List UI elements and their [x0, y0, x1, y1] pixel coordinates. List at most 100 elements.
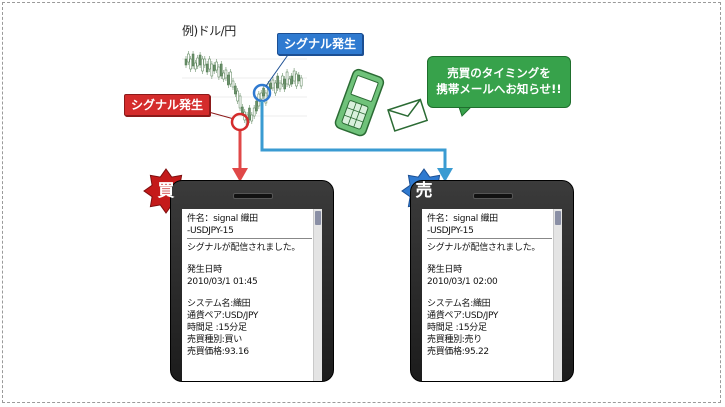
- mail-subject-cont: -USDJPY-15: [427, 226, 474, 236]
- candle-body: [203, 58, 207, 66]
- candle-body: [234, 85, 237, 95]
- mail-price: 売買価格:95.22: [427, 347, 489, 357]
- callout-line-2: 携帯メールへお知らせ!!: [436, 82, 562, 96]
- callout-text: 売買のタイミングを 携帯メールへお知らせ!!: [432, 65, 566, 97]
- phone-speaker: [233, 193, 273, 199]
- candle-body: [285, 71, 289, 85]
- phone-scrollbar[interactable]: [313, 209, 322, 381]
- mail-timeframe: 時間足 :15分足: [427, 323, 487, 333]
- candle-body: [250, 114, 254, 122]
- mail-price: 売買価格:93.16: [187, 347, 249, 357]
- candle-body: [191, 53, 195, 67]
- envelope-icon: [387, 98, 429, 132]
- candle-body: [281, 75, 284, 85]
- mail-message: 件名：signal 織田 -USDJPY-15 シグナルが配信されました。 発生…: [427, 213, 552, 358]
- sell-signal-circle: [252, 83, 272, 103]
- mail-trade-type: 売買種別:売り: [427, 335, 482, 345]
- phone-screen: 件名：signal 織田 -USDJPY-15 シグナルが配信されました。 発生…: [422, 209, 562, 381]
- candle-body: [194, 62, 197, 70]
- candle-body: [196, 57, 199, 67]
- mail-pair: 通貨ペア:USD/JPY: [187, 311, 259, 321]
- sell-label-leader: [265, 51, 291, 87]
- candle-body: [238, 95, 242, 109]
- candlestick-svg: [182, 51, 307, 128]
- chart-title: 例)ドル/円: [182, 24, 236, 38]
- mail-time-label: 発生日時: [187, 265, 222, 275]
- candle-body: [210, 63, 214, 77]
- sell-signal-badge: シグナル発生: [277, 33, 364, 55]
- phone-scrollbar[interactable]: [553, 209, 562, 381]
- phone-speaker: [473, 193, 513, 199]
- sell-arrow-head: [437, 168, 453, 182]
- dashed-frame: [2, 2, 721, 403]
- candle-body: [290, 75, 293, 85]
- sell-connector-line: [260, 101, 447, 170]
- candle-body: [187, 53, 190, 63]
- mail-subject: 件名：signal 織田: [427, 214, 498, 224]
- mobile-phone-icon: [334, 68, 385, 137]
- mail-body: シグナルが配信されました。: [187, 243, 301, 253]
- scroll-thumb[interactable]: [315, 211, 321, 225]
- mail-divider: [427, 238, 552, 239]
- candle-body: [248, 107, 251, 121]
- mail-subject: 件名：signal 織田: [187, 214, 258, 224]
- candle-body: [215, 61, 218, 71]
- candle-body: [269, 82, 272, 90]
- mail-time-value: 2010/03/1 01:45: [187, 277, 258, 287]
- candle-body: [224, 69, 228, 79]
- candle-body: [259, 92, 263, 100]
- buy-phone: 件名：signal 織田 -USDJPY-15 シグナルが配信されました。 発生…: [170, 180, 334, 382]
- candle-body: [227, 74, 230, 86]
- mail-message: 件名：signal 織田 -USDJPY-15 シグナルが配信されました。 発生…: [187, 213, 312, 358]
- candle-body: [292, 70, 296, 82]
- sell-marker-label: 売: [415, 181, 433, 201]
- mail-body: シグナルが配信されました。: [427, 243, 541, 253]
- mail-divider: [187, 238, 312, 239]
- mail-timeframe: 時間足 :15分足: [187, 323, 247, 333]
- notification-callout: 売買のタイミングを 携帯メールへお知らせ!!: [427, 56, 571, 108]
- candle-body: [220, 63, 223, 77]
- candle-body: [297, 74, 301, 82]
- candle-body: [184, 58, 188, 66]
- candle-body: [236, 90, 239, 102]
- candle-body: [299, 77, 303, 87]
- candle-body: [205, 63, 209, 73]
- scroll-thumb[interactable]: [555, 211, 561, 225]
- mail-subject-cont: -USDJPY-15: [187, 226, 234, 236]
- buy-signal-badge: シグナル発生: [124, 94, 211, 116]
- mail-time-label: 発生日時: [427, 265, 462, 275]
- sell-phone: 件名：signal 織田 -USDJPY-15 シグナルが配信されました。 発生…: [410, 180, 574, 382]
- candle-body: [276, 75, 279, 89]
- buy-marker-label: 買: [157, 181, 175, 201]
- mail-system: システム名:織田: [187, 299, 251, 309]
- candle-body: [288, 78, 291, 86]
- candle-body: [255, 100, 258, 112]
- candlestick-chart: [182, 40, 307, 135]
- mail-time-value: 2010/03/1 02:00: [427, 277, 498, 287]
- mail-system: システム名:織田: [427, 299, 491, 309]
- candle-body: [198, 54, 202, 66]
- candle-body: [201, 58, 204, 72]
- buy-arrow-head: [232, 168, 248, 182]
- candle-body: [229, 71, 232, 85]
- candle-body: [252, 107, 256, 117]
- mail-pair: 通貨ペア:USD/JPY: [427, 311, 499, 321]
- candle-body: [222, 72, 225, 80]
- candle-body: [208, 58, 211, 70]
- candle-body: [241, 106, 244, 114]
- buy-signal-circle: [230, 112, 250, 132]
- candle-body: [262, 87, 265, 97]
- candle-body: [295, 73, 298, 87]
- candle-body: [231, 80, 235, 88]
- candle-body: [283, 78, 286, 90]
- phone-screen: 件名：signal 織田 -USDJPY-15 シグナルが配信されました。 発生…: [182, 209, 322, 381]
- callout-line-1: 売買のタイミングを: [447, 66, 551, 80]
- candle-body: [212, 64, 216, 72]
- candle-body: [217, 66, 221, 78]
- candle-body: [274, 82, 277, 94]
- mail-trade-type: 売買種別:買い: [187, 335, 242, 345]
- candle-body: [278, 82, 282, 90]
- candle-body: [271, 79, 275, 89]
